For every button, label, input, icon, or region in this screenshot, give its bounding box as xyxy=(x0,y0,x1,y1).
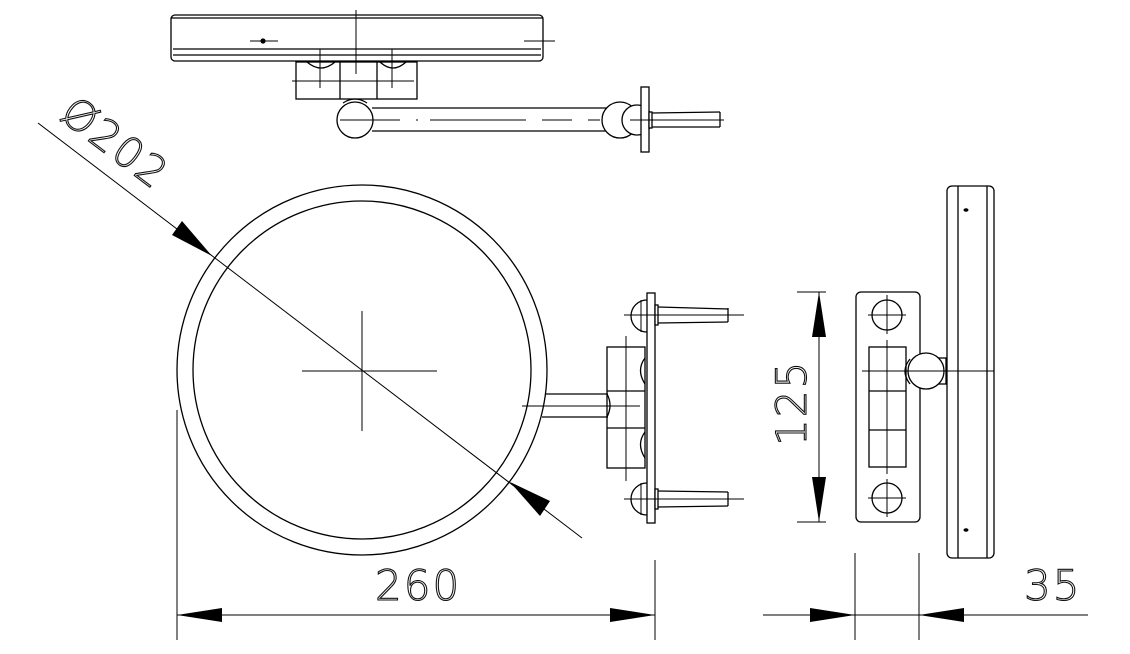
front-view: Ø202 260 xyxy=(37,86,744,640)
height-dimension-label: 125 xyxy=(767,360,816,446)
side-view: 125 35 xyxy=(763,185,1088,640)
depth-dimension-label: 35 xyxy=(1024,561,1081,610)
top-view xyxy=(170,10,724,153)
width-dimension-label: 260 xyxy=(375,561,461,610)
